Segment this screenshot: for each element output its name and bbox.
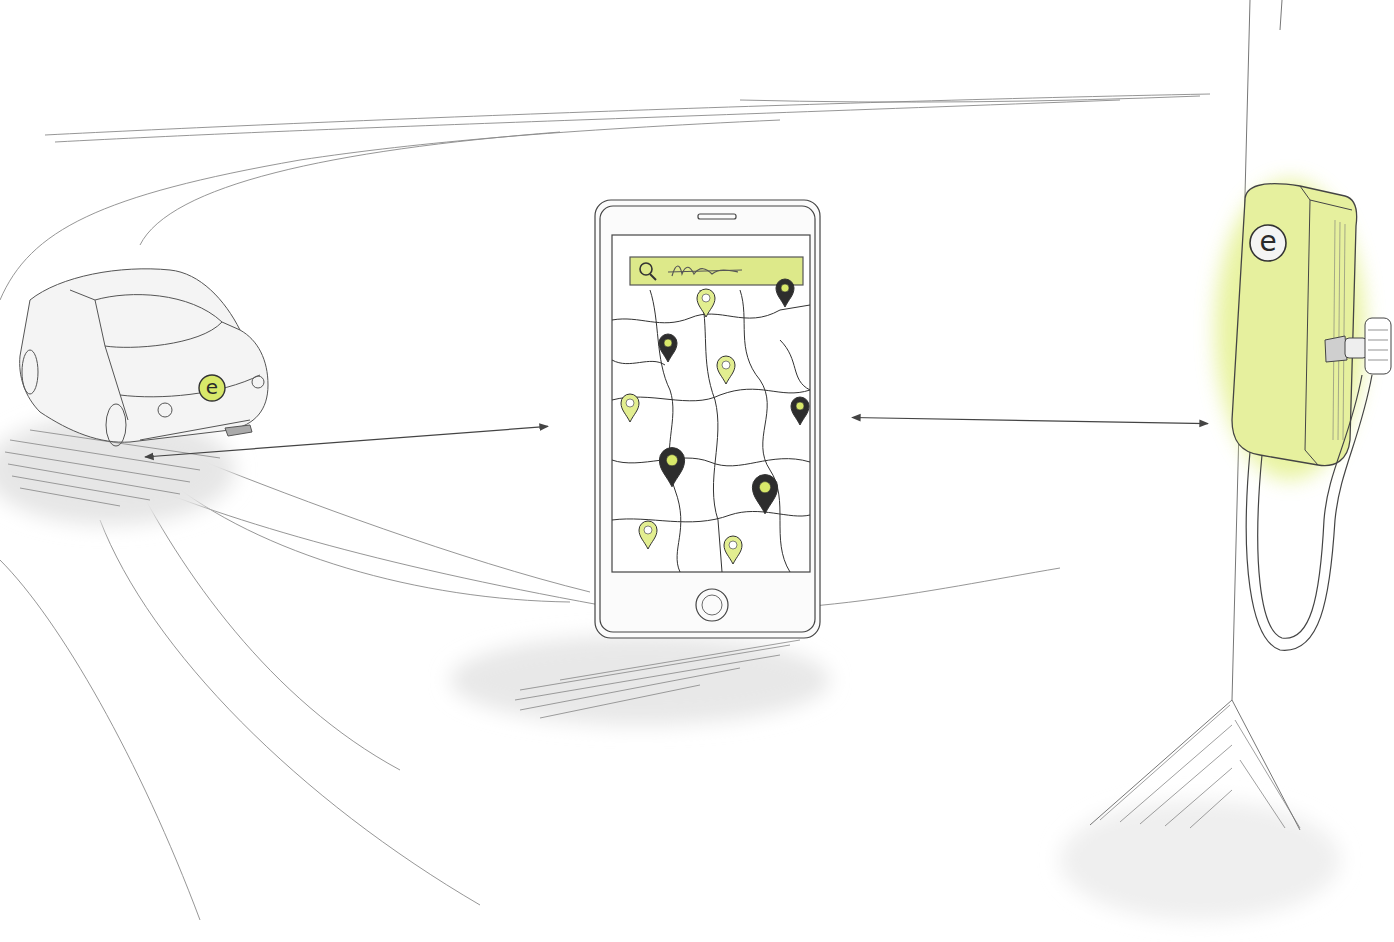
map-pins (639, 521, 657, 549)
electric-car (252, 376, 264, 388)
smartphone-map (612, 511, 810, 521)
smartphone-map (612, 235, 810, 572)
map-pins (621, 394, 639, 422)
electric-car (158, 403, 172, 417)
smartphone-map (600, 206, 815, 632)
map-pins (659, 334, 677, 362)
map-pins (752, 475, 777, 514)
wall-charger (1232, 184, 1357, 466)
map-pins (666, 455, 677, 466)
road-lines (110, 470, 1060, 611)
wall-charger (1368, 330, 1388, 360)
map-pins (724, 536, 742, 564)
map-pins (791, 397, 809, 425)
smartphone-map (595, 200, 820, 638)
smartphone-map (696, 589, 728, 621)
smartphone-map (700, 290, 722, 572)
electric-car (22, 350, 38, 394)
road-lines (45, 94, 1210, 135)
map-pins (776, 279, 794, 307)
map-pins (796, 402, 804, 410)
road-lines (55, 100, 1120, 142)
smartphone-map (740, 290, 790, 572)
wall-charger (1365, 318, 1391, 374)
electric-car (20, 269, 268, 442)
road-lines (165, 478, 570, 602)
wall-charger (1333, 220, 1345, 440)
road-lines (740, 96, 1200, 102)
map-pins (781, 284, 789, 292)
smartphone-map (702, 595, 722, 615)
smartphone-map (698, 214, 736, 219)
wall-charger (1250, 225, 1286, 261)
smartphone-map (640, 263, 652, 275)
wall-charger (1325, 336, 1347, 362)
smartphone-map (780, 340, 810, 390)
smartphone-map (630, 257, 803, 285)
map-pins (621, 279, 809, 564)
map-pins (702, 294, 710, 302)
phone-node (548, 195, 852, 640)
wall-charger (1215, 180, 1391, 650)
map-pins (759, 482, 770, 493)
smartphone-map (612, 389, 810, 401)
road-lines (100, 520, 480, 905)
wall-lines (1280, 0, 1282, 30)
wall-charger (1345, 338, 1367, 358)
road-lines (200, 460, 590, 592)
smartphone-map (595, 200, 820, 638)
badge-letter: e (206, 377, 218, 397)
wall-charger (1300, 186, 1352, 465)
wall-charger (1258, 375, 1362, 638)
map-pins (659, 448, 684, 487)
connector-arrow (852, 418, 1208, 424)
badge-letter: e (1259, 228, 1276, 256)
road-lines (0, 560, 200, 920)
road-lines (140, 132, 560, 245)
smartphone-map (612, 360, 665, 365)
map-pins (717, 356, 735, 384)
electric-car (95, 295, 222, 348)
wall-charger (1215, 180, 1365, 480)
smartphone-map (668, 270, 742, 272)
smartphone-map (612, 290, 810, 572)
shadow-hatching (450, 635, 830, 725)
map-pins (722, 361, 730, 369)
shadow-hatching (1100, 705, 1300, 828)
wall-charger (1246, 375, 1372, 650)
electric-car (120, 375, 260, 397)
map-pins (729, 541, 737, 549)
car-node: e (15, 262, 272, 457)
electric-car (106, 404, 126, 446)
electric-car (199, 375, 225, 401)
connector-arrow (145, 426, 548, 457)
map-pins (626, 399, 634, 407)
map-pins (644, 526, 652, 534)
smartphone-map (650, 274, 656, 280)
electric-car (70, 290, 250, 440)
wall-lines (1090, 700, 1300, 830)
charger-node: e (1208, 180, 1362, 470)
smartphone-map (612, 458, 810, 466)
shadow-hatching (515, 640, 800, 718)
electric-car (225, 425, 252, 436)
map-pins (664, 339, 672, 347)
electric-car (20, 269, 268, 446)
map-pins (697, 289, 715, 317)
